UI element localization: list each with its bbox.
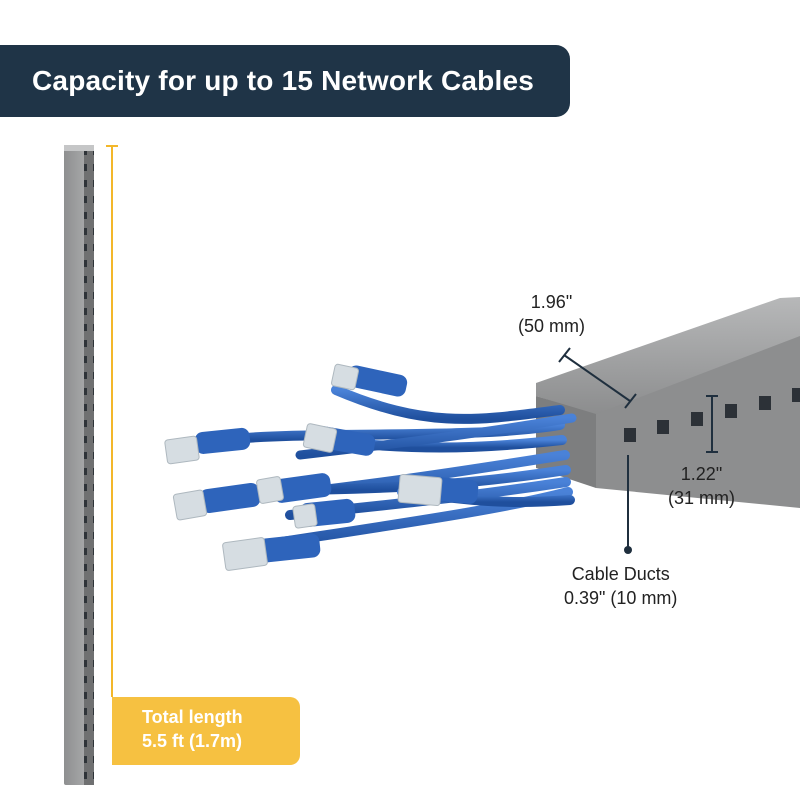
length-value: 5.5 ft (1.7m) xyxy=(142,731,243,751)
duct-label: Cable Ducts xyxy=(571,564,670,584)
duct-size: 0.39" (10 mm) xyxy=(564,588,678,608)
width-callout: 1.96" (50 mm) xyxy=(518,290,585,338)
length-label: Total length xyxy=(142,707,243,727)
width-mm: (50 mm) xyxy=(518,316,585,336)
vertical-duct xyxy=(64,145,94,785)
dimension-bracket-icon xyxy=(558,347,718,453)
length-badge: Total length 5.5 ft (1.7m) xyxy=(112,697,300,765)
cable-boots xyxy=(194,365,479,563)
network-cables xyxy=(185,385,577,555)
callout-pointer-icon xyxy=(624,455,632,554)
duct-callout: Cable Ducts 0.39" (10 mm) xyxy=(564,562,677,610)
header-banner: Capacity for up to 15 Network Cables xyxy=(0,45,570,117)
height-callout: 1.22" (31 mm) xyxy=(668,462,735,510)
rj45-connectors xyxy=(164,363,443,571)
height-inches: 1.22" xyxy=(680,464,723,484)
length-marker-icon xyxy=(106,145,118,697)
duct-slots xyxy=(624,388,800,442)
width-inches: 1.96" xyxy=(530,292,573,312)
height-mm: (31 mm) xyxy=(668,488,735,508)
page-title: Capacity for up to 15 Network Cables xyxy=(32,65,534,96)
